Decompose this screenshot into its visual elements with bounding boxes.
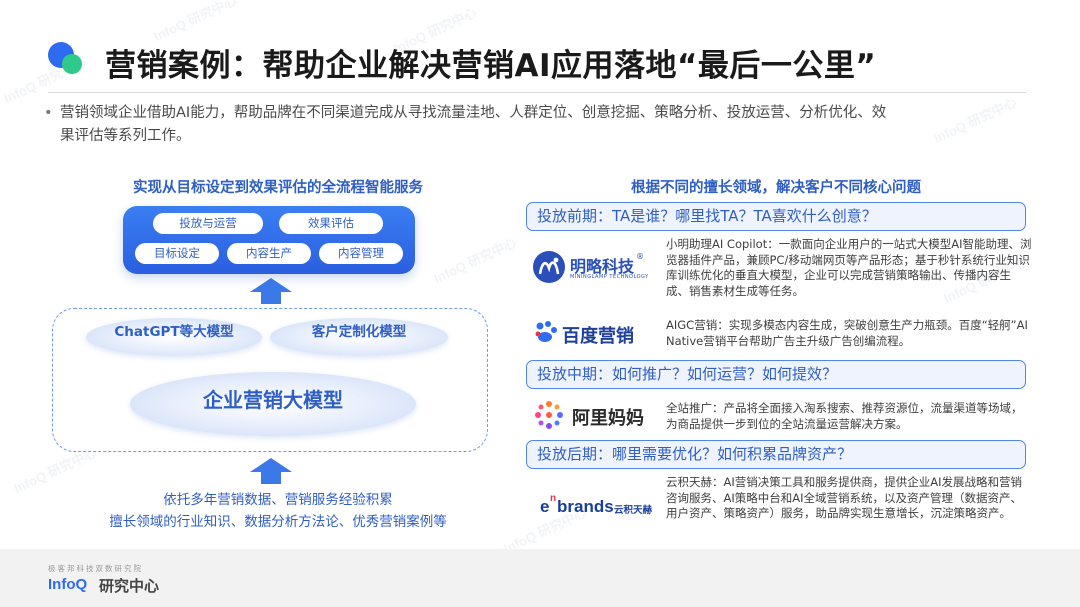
service-box: 投放与运营 效果评估 目标设定 内容生产 内容管理 bbox=[123, 206, 415, 274]
mininglamp-sub: MININGLAMP TECHNOLOGY bbox=[570, 274, 649, 280]
baidu-name: 百度营销 bbox=[562, 326, 634, 347]
left-heading: 实现从目标设定到效果评估的全流程智能服务 bbox=[133, 180, 423, 196]
footer-brand-cn: 研究中心 bbox=[99, 577, 160, 595]
footer-org: 极客邦科技双数研究院 bbox=[48, 564, 143, 573]
enbrands-word: brands bbox=[557, 497, 614, 516]
mininglamp-logo: 明略科技 ® MININGLAMP TECHNOLOGY bbox=[530, 248, 656, 288]
service-pill: 内容管理 bbox=[319, 243, 403, 264]
page-title: 营销案例：帮助企业解决营销AI应用落地“最后一公里” bbox=[105, 48, 877, 84]
base-line: 擅长领域的行业知识、数据分析方法论、优秀营销案例等 bbox=[109, 514, 447, 530]
model-ellipse bbox=[270, 318, 448, 356]
watermark: InfoQ 研究中心 bbox=[431, 234, 519, 287]
footer-brand: InfoQ bbox=[48, 576, 88, 593]
service-pill: 效果评估 bbox=[279, 213, 383, 234]
model-ellipse bbox=[86, 318, 262, 356]
service-pill: 内容生产 bbox=[227, 243, 311, 264]
case-desc: AIGC营销：实现多模态内容生成，突破创意生产力瓶颈。百度“轻舸”AI Nati… bbox=[666, 318, 1028, 348]
stage-banner-pre: 投放前期：TA是谁？哪里找TA？TA喜欢什么创意？ bbox=[526, 202, 1026, 231]
title-divider bbox=[48, 92, 1026, 93]
model-ellipse bbox=[130, 372, 416, 436]
service-pill: 目标设定 bbox=[135, 243, 219, 264]
stage-banner-post: 投放后期：哪里需要优化？如何积累品牌资产？ bbox=[526, 440, 1026, 469]
service-pill: 投放与运营 bbox=[153, 213, 263, 234]
case-desc: 小明助理AI Copilot：一款面向企业用户的一站式大模型AI智能助理、浏览器… bbox=[666, 237, 1032, 298]
case-desc: 云积天赫：AI营销决策工具和服务提供商，提供企业AI发展战略和营销咨询服务、AI… bbox=[666, 475, 1023, 520]
mininglamp-name: 明略科技 bbox=[570, 257, 635, 276]
baidu-logo: 百度营销 bbox=[530, 314, 656, 354]
watermark: InfoQ 研究中心 bbox=[151, 0, 239, 45]
alimama-name: 阿里妈妈 bbox=[572, 408, 644, 429]
arrow-up-icon bbox=[250, 458, 292, 484]
model-enterprise-label: 企业营销大模型 bbox=[203, 388, 343, 412]
base-line: 依托多年营销数据、营销服务经验积累 bbox=[163, 492, 393, 508]
case-desc: 全站推广：产品将全面接入淘系搜索、推荐资源位，流量渠道等场域，为商品提供一步到位… bbox=[666, 401, 1023, 431]
model-chatgpt-label: ChatGPT等大模型 bbox=[114, 324, 234, 340]
arrow-up-icon bbox=[250, 278, 292, 304]
alimama-icon bbox=[535, 401, 563, 429]
intro-line: 营销领域企业借助AI能力，帮助品牌在不同渠道完成从寻找流量洼地、人群定位、创意挖… bbox=[60, 105, 887, 121]
right-heading: 根据不同的擅长领域，解决客户不同核心问题 bbox=[631, 180, 921, 196]
stage-banner-mid: 投放中期：如何推广？如何运营？如何提效？ bbox=[526, 360, 1026, 389]
enbrands-cn: 云积天赫 bbox=[614, 505, 653, 516]
intro-line: 果评估等系列工作。 bbox=[60, 128, 191, 144]
title-dots-icon bbox=[48, 40, 88, 80]
model-frame bbox=[52, 308, 488, 452]
bullet: • bbox=[44, 105, 53, 121]
intro-paragraph: • 营销领域企业借助AI能力，帮助品牌在不同渠道完成从寻找流量洼地、人群定位、创… bbox=[44, 102, 990, 148]
footer bbox=[0, 549, 1080, 607]
model-custom-label: 客户定制化模型 bbox=[311, 324, 407, 340]
enbrands-logo: e n brands 云积天赫 bbox=[530, 490, 656, 530]
enbrands-n: n bbox=[550, 493, 557, 504]
alimama-logo: 阿里妈妈 bbox=[530, 396, 656, 436]
mininglamp-icon bbox=[533, 251, 565, 283]
mininglamp-reg: ® bbox=[636, 252, 644, 261]
enbrands-e: e bbox=[540, 497, 550, 516]
baidu-icon bbox=[535, 321, 557, 342]
